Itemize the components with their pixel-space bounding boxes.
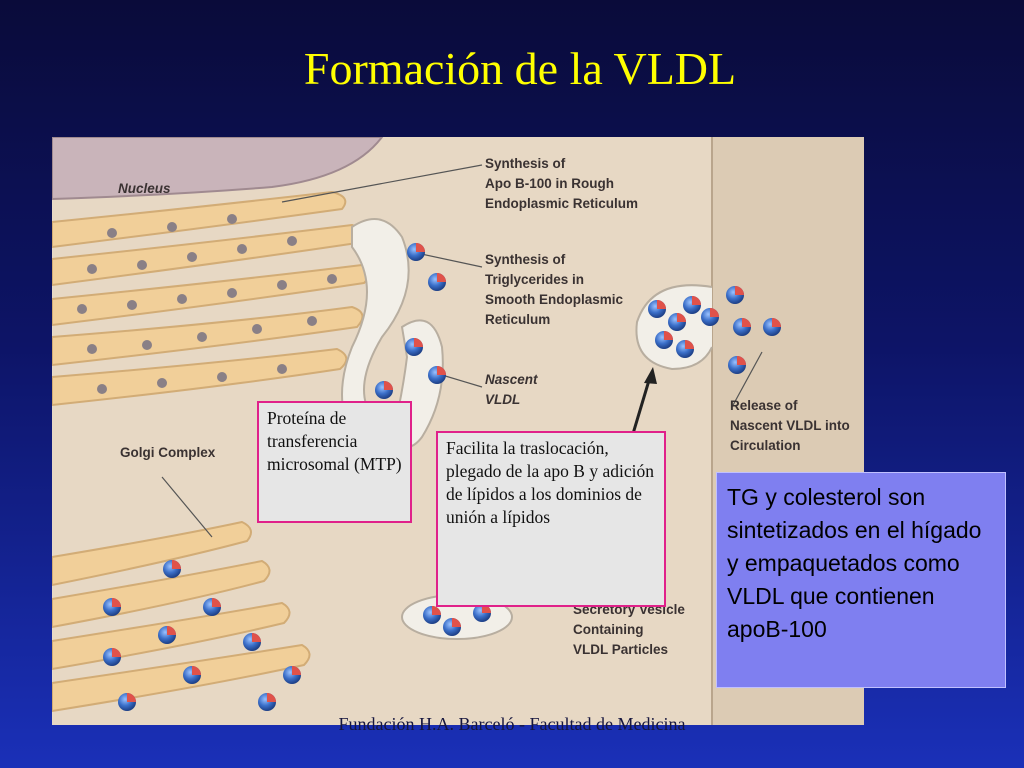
label-nascent-vldl: Nascent VLDL bbox=[485, 372, 538, 407]
label-synthesis-tg: Synthesis of Triglycerides in Smooth End… bbox=[485, 252, 624, 327]
ribosomes bbox=[77, 214, 337, 394]
release-arrow bbox=[630, 376, 652, 438]
label-nucleus: Nucleus bbox=[118, 181, 171, 196]
golgi-complex bbox=[52, 520, 311, 713]
footer-credit: Fundación H.A. Barceló - Facultad de Med… bbox=[338, 714, 686, 734]
cell-diagram bbox=[52, 137, 864, 725]
vldl-particles bbox=[103, 243, 781, 711]
label-release: Release of Nascent VLDL into Circulation bbox=[730, 398, 850, 453]
label-golgi: Golgi Complex bbox=[120, 445, 216, 460]
nucleus-shape bbox=[52, 137, 384, 201]
leader-lines bbox=[161, 164, 763, 538]
rough-er bbox=[52, 190, 371, 407]
label-synthesis-apob: Synthesis of Apo B-100 in Rough Endoplas… bbox=[485, 156, 639, 211]
mtp-callout: Proteína de transferencia microsomal (MT… bbox=[257, 401, 412, 523]
facilita-callout: Facilita la traslocación, plegado de la … bbox=[436, 431, 666, 607]
summary-box: TG y colesterol son sintetizados en el h… bbox=[716, 472, 1006, 688]
vldl-formation-figure: Nucleus Synthesis of Apo B-100 in Rough … bbox=[52, 137, 864, 725]
label-secretory: Secretory Vesicle Containing VLDL Partic… bbox=[573, 602, 685, 657]
slide-title: Formación de la VLDL bbox=[303, 43, 737, 94]
